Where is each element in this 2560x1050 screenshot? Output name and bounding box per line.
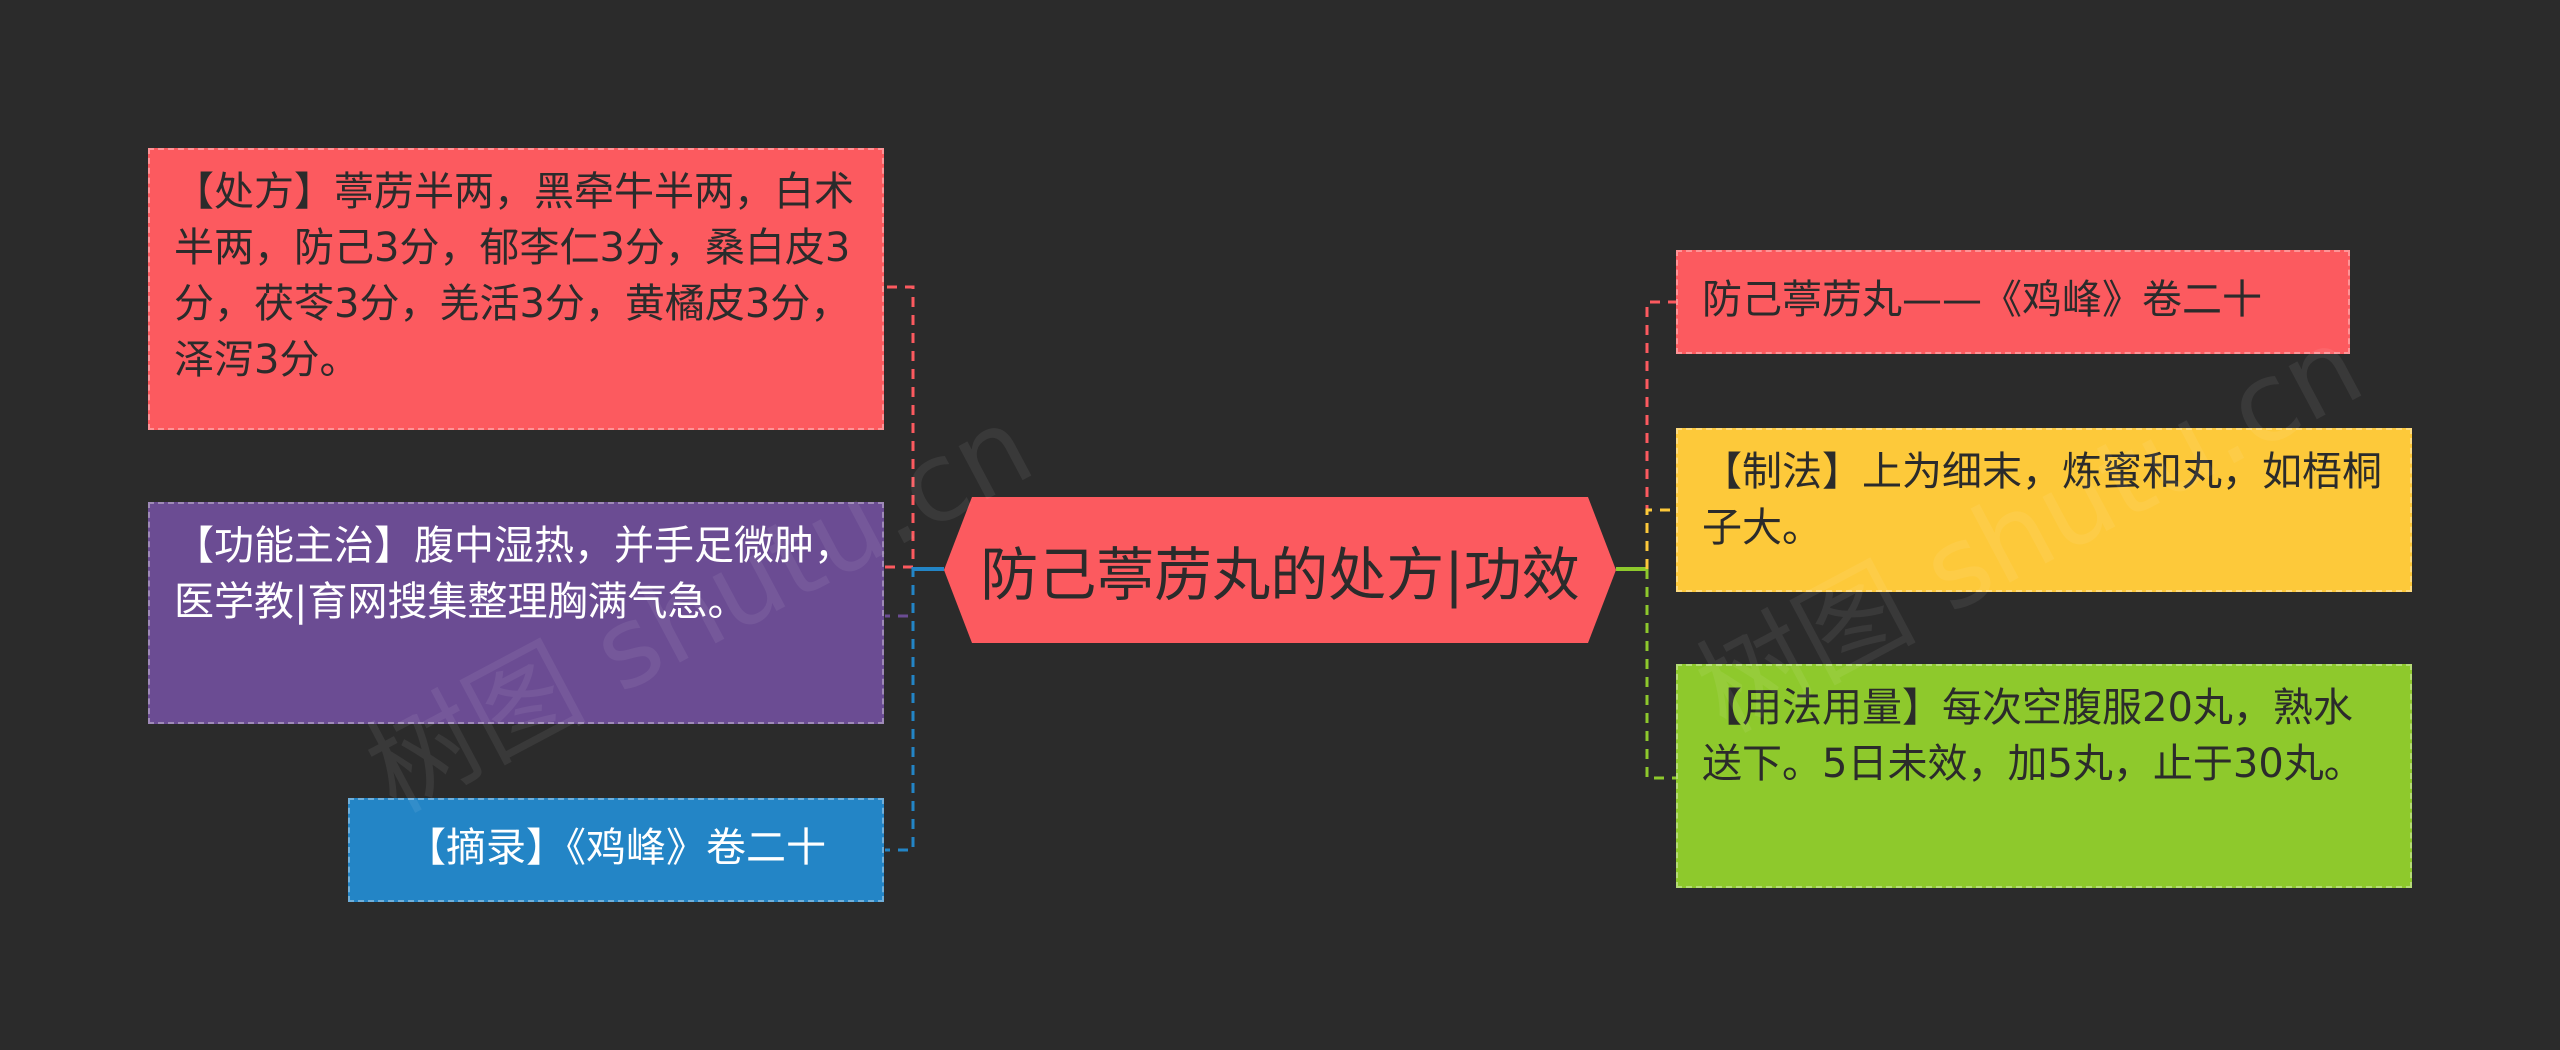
node-indications-text: 【功能主治】腹中湿热，并手足微肿，医学教|育网搜集整理胸满气急。 xyxy=(174,523,854,625)
central-topic[interactable]: 防己葶苈丸的处方|功效 xyxy=(944,497,1616,643)
connector-right-2 xyxy=(1645,508,1676,569)
node-usage-text: 【用法用量】每次空腹服20丸，熟水送下。5日未效，加5丸，止于30丸。 xyxy=(1702,685,2364,787)
node-prescription-text: 【处方】葶苈半两，黑牵牛半两，白术半两，防己3分，郁李仁3分，桑白皮3分，茯苓3… xyxy=(174,169,854,383)
connector-right-1 xyxy=(1645,300,1676,569)
node-preparation-text: 【制法】上为细末，炼蜜和丸，如梧桐子大。 xyxy=(1702,449,2382,551)
connector-right-3 xyxy=(1645,569,1676,780)
node-source[interactable]: 防己葶苈丸——《鸡峰》卷二十 xyxy=(1676,250,2350,354)
connector-left-1 xyxy=(885,285,915,569)
node-excerpt[interactable]: 【摘录】《鸡峰》卷二十 xyxy=(348,798,884,902)
connector-left-3 xyxy=(885,567,915,852)
central-topic-title: 防己葶苈丸的处方|功效 xyxy=(980,541,1580,609)
node-prescription[interactable]: 【处方】葶苈半两，黑牵牛半两，白术半两，防己3分，郁李仁3分，桑白皮3分，茯苓3… xyxy=(148,148,884,430)
node-usage[interactable]: 【用法用量】每次空腹服20丸，熟水送下。5日未效，加5丸，止于30丸。 xyxy=(1676,664,2412,888)
node-preparation[interactable]: 【制法】上为细末，炼蜜和丸，如梧桐子大。 xyxy=(1676,428,2412,592)
node-source-text: 防己葶苈丸——《鸡峰》卷二十 xyxy=(1702,277,2262,323)
connector-left-2 xyxy=(885,567,915,618)
node-indications[interactable]: 【功能主治】腹中湿热，并手足微肿，医学教|育网搜集整理胸满气急。 xyxy=(148,502,884,724)
central-topic-shape xyxy=(944,497,1616,643)
node-excerpt-text: 【摘录】《鸡峰》卷二十 xyxy=(406,825,826,871)
